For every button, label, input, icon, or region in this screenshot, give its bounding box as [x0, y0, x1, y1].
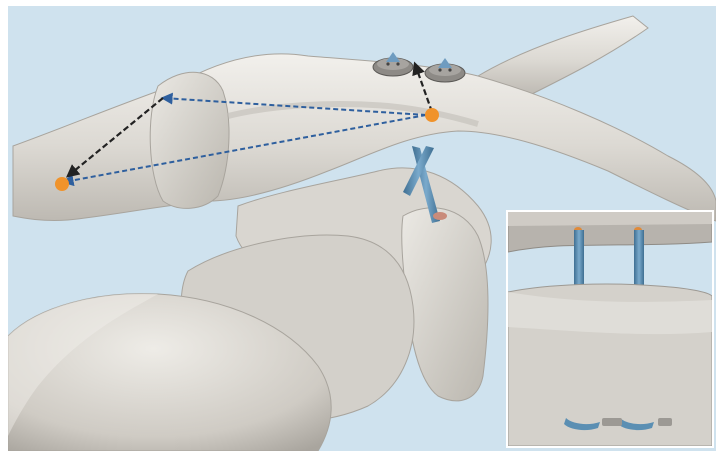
inset-panel	[506, 210, 714, 448]
inset-rod-right	[634, 230, 644, 292]
orange-marker-right	[425, 108, 439, 122]
inset-closeup-scene	[508, 212, 712, 446]
acromion-bone	[150, 72, 229, 208]
orange-marker-left	[55, 177, 69, 191]
inset-rod-left	[574, 230, 584, 292]
drill-hole	[433, 212, 447, 220]
